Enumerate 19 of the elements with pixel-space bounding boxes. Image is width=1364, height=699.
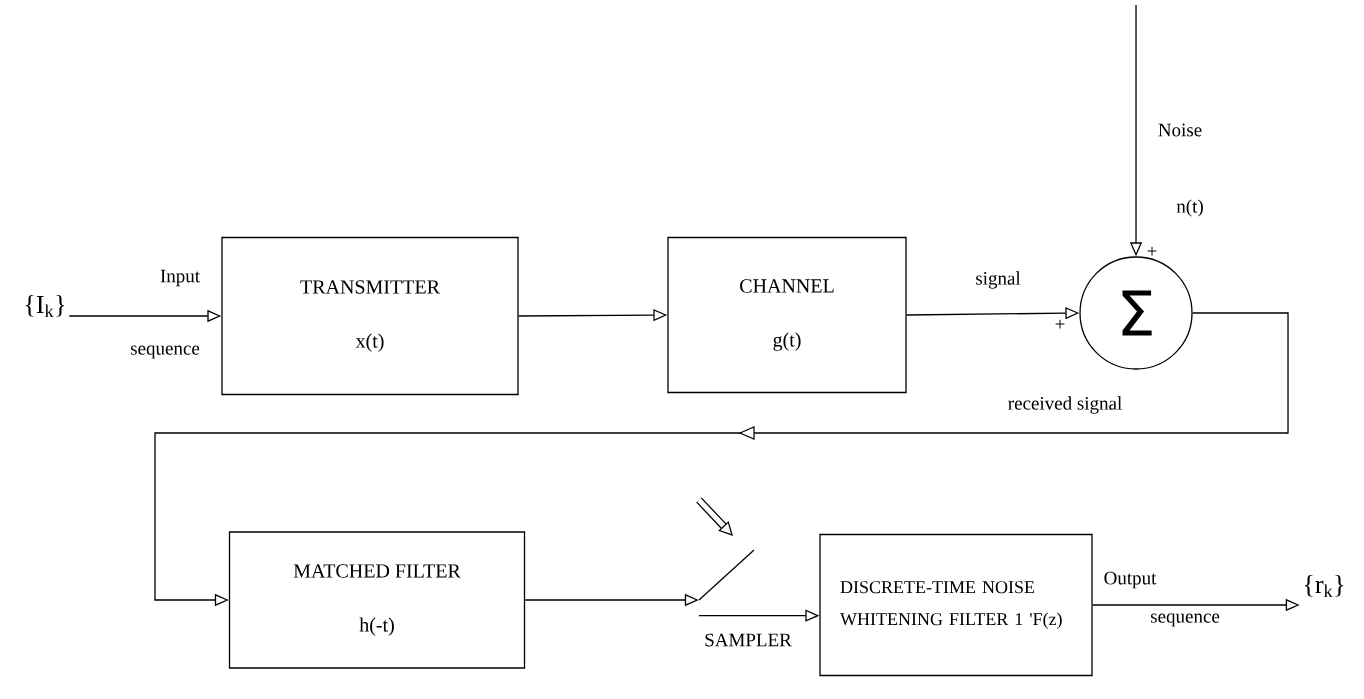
summing-junction: Σ — [1079, 256, 1193, 370]
edge-label: Noise — [1156, 122, 1204, 138]
output-symbol: {r$_{k}$} — [1304, 574, 1344, 598]
block-box: DISCRETE-TIME NOISE WHITENING FILTER 1 'F(z) — [819, 533, 1093, 677]
text-label: SAMPLER — [705, 633, 792, 647]
input-symbol: {I$_{k}$} — [25, 294, 65, 318]
sign-label: + — [1055, 319, 1065, 329]
edge-label: received signal — [1006, 395, 1124, 415]
block-box: MATCHED FILTER h(-t) — [228, 531, 526, 669]
text-label: n(t) — [1176, 199, 1203, 217]
sign-label: + — [1147, 246, 1157, 256]
text-label: sequence — [131, 345, 200, 359]
text-label: Output — [1104, 571, 1157, 589]
block-box: CHANNEL g(t) — [667, 236, 907, 394]
block-box: TRANSMITTER x(t) — [221, 236, 519, 396]
sampler-switch — [696, 497, 755, 601]
edge-label: signal — [974, 270, 1022, 290]
text-label: sequence — [1151, 613, 1220, 627]
text-label: Input — [160, 269, 200, 287]
